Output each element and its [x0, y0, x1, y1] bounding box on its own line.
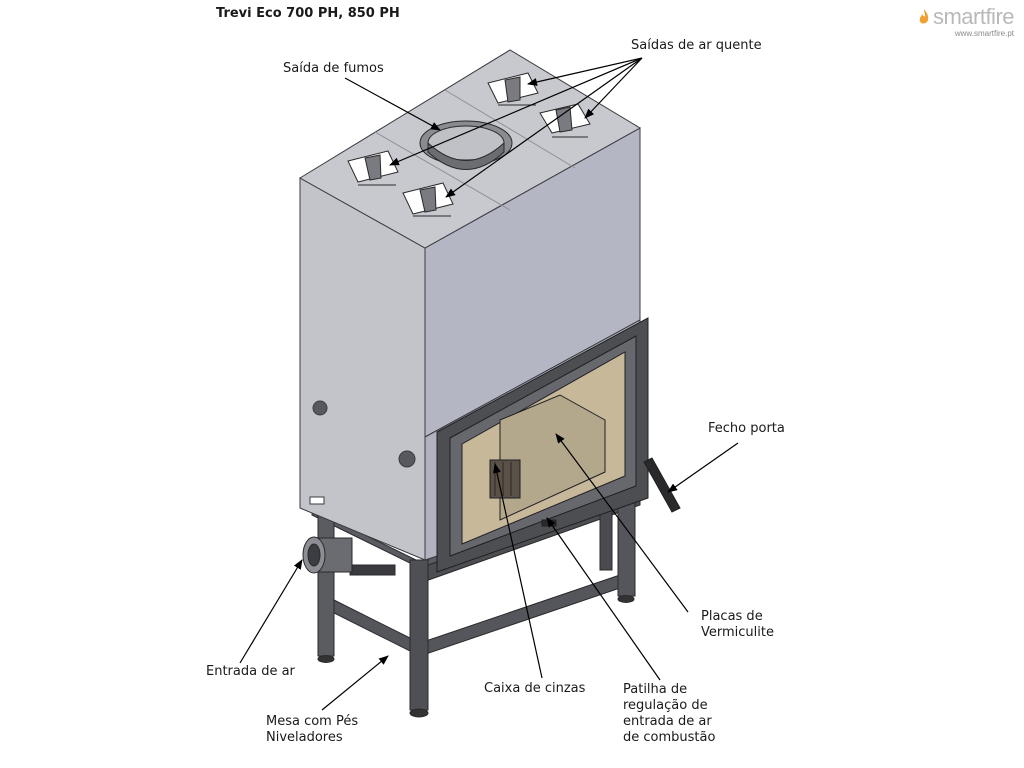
label-patilha-line-2: regulação de: [623, 698, 708, 713]
vent-back: [487, 72, 539, 106]
label-patilha-line-4: de combustão: [623, 730, 716, 745]
arrow-saida-fumos: [344, 77, 441, 131]
label-patilha-line-3: entrada de ar: [623, 714, 712, 729]
label-placas-vermiculite: Placas de Vermiculite: [701, 609, 774, 641]
stand-leg-back-left: [317, 511, 335, 657]
brand-logo: smartfire www.smartfire.pt: [918, 4, 1015, 38]
leveling-foot-front: [409, 708, 429, 718]
arrow-placas: [555, 433, 689, 613]
label-fecho-porta: Fecho porta: [708, 421, 785, 436]
label-placas-line-2: Vermiculite: [701, 625, 774, 640]
side-knob-upper: [312, 400, 328, 416]
arrow-saidas-3: [389, 57, 643, 166]
firebox-back: [499, 394, 606, 521]
brand-name: smartfire: [932, 4, 1015, 29]
leader-arrows: [239, 57, 739, 711]
stand-leg-front-left: [409, 559, 429, 711]
arrow-entrada-ar: [239, 559, 303, 664]
door-handle: [643, 457, 681, 513]
label-mesa: Mesa com Pés Niveladores: [266, 714, 358, 746]
arrow-saidas-4: [445, 57, 643, 198]
diagram-title: Trevi Eco 700 PH, 850 PH: [216, 6, 400, 21]
label-caixa-cinzas: Caixa de cinzas: [484, 681, 586, 696]
vent-left: [347, 150, 399, 186]
label-mesa-line-1: Mesa com Pés: [266, 714, 359, 729]
arrow-saidas-2: [584, 57, 643, 119]
arrow-fecho-porta: [667, 442, 739, 493]
arrow-caixa-cinzas: [493, 463, 543, 679]
side-vent: [309, 496, 325, 505]
arrow-patilha: [546, 517, 661, 681]
label-mesa-line-2: Niveladores: [266, 730, 343, 745]
stand-slot: [349, 564, 396, 576]
brand-url: www.smartfire.pt: [954, 29, 1014, 38]
flame-icon: [919, 9, 929, 24]
label-saida-fumos: Saída de fumos: [283, 61, 384, 76]
label-patilha: Patilha de regulação de entrada de ar de…: [623, 682, 715, 746]
side-knob-lower: [398, 450, 416, 468]
label-placas-line-1: Placas de: [701, 609, 763, 624]
hot-air-vents: [347, 72, 591, 217]
smoke-outlet: [419, 120, 513, 170]
arrow-mesa: [321, 655, 389, 711]
vent-front: [402, 182, 454, 217]
label-entrada-ar: Entrada de ar: [206, 664, 295, 679]
stand-back-rail: [329, 574, 621, 657]
leveling-foot-left: [317, 655, 335, 663]
label-patilha-line-1: Patilha de: [623, 682, 688, 697]
leveling-foot-right: [617, 595, 635, 603]
air-inlet: [302, 536, 353, 574]
vent-right: [539, 103, 591, 138]
arrow-saidas-1: [527, 57, 643, 86]
door: [436, 317, 681, 573]
label-saidas-ar-quente: Saídas de ar quente: [631, 38, 762, 53]
